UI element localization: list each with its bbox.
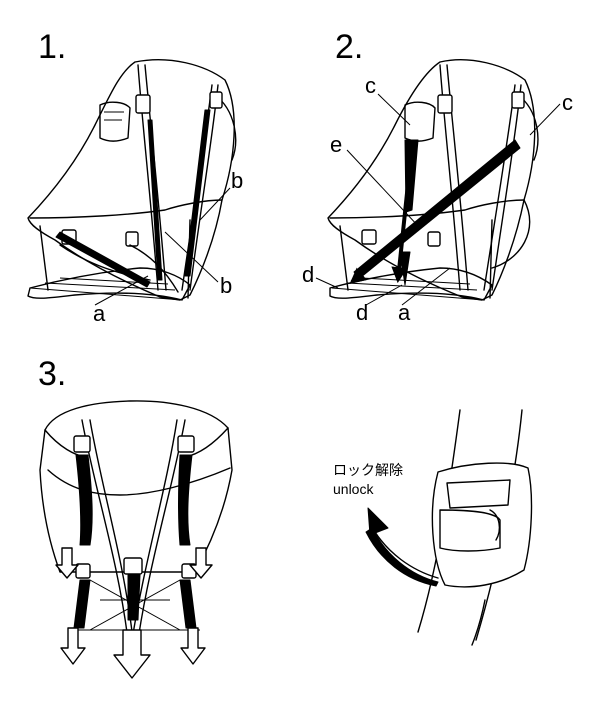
label-c-left: c [365, 73, 376, 98]
label-d-left: d [302, 262, 315, 287]
label-e: e [330, 132, 343, 157]
label-d-bottom: d [356, 300, 369, 325]
step-number-2: 2. [335, 28, 364, 66]
unlock-caption-ja: ロック解除 [333, 462, 403, 478]
label-a-step1: a [93, 301, 106, 326]
label-c-right: c [562, 90, 573, 115]
label-a-step2: a [398, 300, 411, 325]
harness-illustration-2 [315, 59, 561, 306]
step-number-1: 1. [38, 28, 67, 66]
unlock-caption-en: unlock [333, 481, 374, 497]
harness-illustration-1 [27, 59, 237, 306]
label-b-lower: b [220, 273, 233, 298]
label-b-upper: b [231, 168, 244, 193]
step-number-3: 3. [38, 355, 67, 393]
harness-illustration-3 [39, 400, 233, 679]
buckle-unlock-illustration [365, 409, 533, 646]
